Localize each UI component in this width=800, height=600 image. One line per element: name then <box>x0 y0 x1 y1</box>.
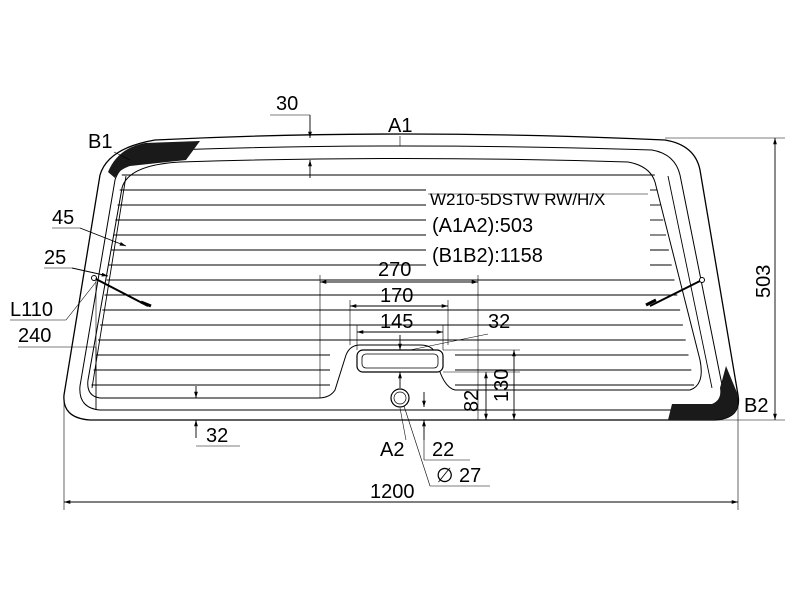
dim-32-right-label: 32 <box>488 311 510 333</box>
corner-frit-top-left <box>108 141 200 178</box>
dim-25-label: 25 <box>44 247 66 269</box>
point-b2: B2 <box>744 395 768 417</box>
a2-leader <box>399 407 407 441</box>
dim-45-label: 45 <box>52 207 74 229</box>
dim-145-label: 145 <box>380 311 413 333</box>
dim-22-label: 22 <box>432 439 454 461</box>
dim-130-label: 130 <box>491 369 513 402</box>
dim-503-label: 503 <box>753 265 775 298</box>
b1-leader <box>113 151 131 161</box>
wiper-hole-inner <box>393 391 407 405</box>
dim-30-label: 30 <box>276 93 298 115</box>
dim-45-leader <box>79 227 127 247</box>
dim-1200-label: 1200 <box>370 481 415 503</box>
dim-l110-leader <box>65 281 97 321</box>
b1b2-label: (B1B2):1158 <box>432 245 543 267</box>
a1a2-label: (A1A2):503 <box>432 215 533 237</box>
part-code-label: W210-5DSTW RW/H/X <box>430 190 605 209</box>
dim-32-bottom-label: 32 <box>206 425 228 447</box>
dim-l110-label: L110 <box>10 299 53 321</box>
dim-270-label: 270 <box>378 259 411 281</box>
wiper-hole <box>390 388 410 408</box>
point-a1: A1 <box>388 115 412 137</box>
dim-240-label: 240 <box>18 325 51 347</box>
glass-outer-outline <box>63 133 740 421</box>
left-wiper <box>91 275 152 308</box>
bus-bar-left <box>91 175 127 389</box>
dim-27-leader <box>403 405 431 487</box>
right-wiper <box>645 277 705 307</box>
point-a2: A2 <box>380 439 404 461</box>
dim-82-label: 82 <box>461 390 483 412</box>
dim-25-leader <box>71 267 109 277</box>
brake-light <box>356 349 444 373</box>
dim-32-right-leader <box>409 333 489 351</box>
heated-area-outline <box>87 158 702 399</box>
glass-inner-border <box>79 145 723 411</box>
dim-27-label: ∅ 27 <box>436 465 481 487</box>
corner-frit-bottom-right <box>668 366 739 420</box>
point-b1: B1 <box>88 131 112 153</box>
heater-grid <box>91 174 713 389</box>
dim-170-label: 170 <box>380 285 413 307</box>
bus-bar-right <box>667 175 713 389</box>
